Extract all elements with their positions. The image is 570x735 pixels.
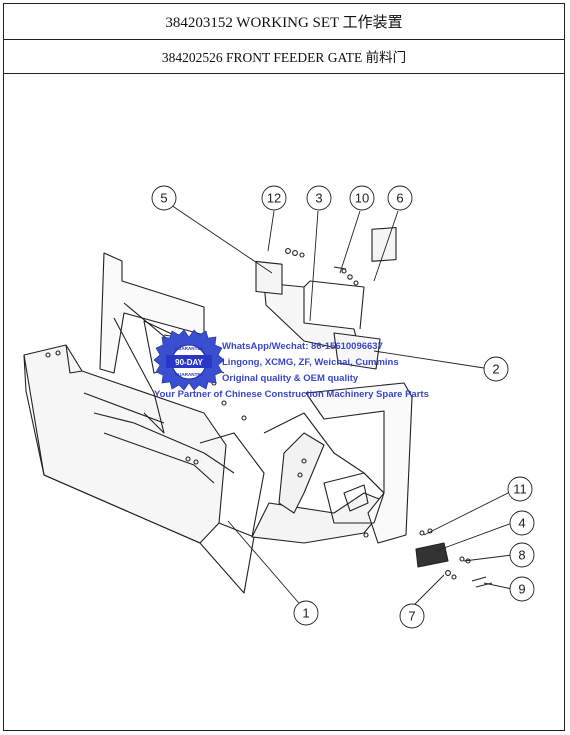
badge-text-bottom: GUARANTEE xyxy=(174,372,203,377)
part-4-block xyxy=(415,542,449,568)
callout-4-circle xyxy=(509,510,535,536)
callout-6: 6 xyxy=(396,191,403,206)
callout-11-circle xyxy=(507,476,533,502)
callout-2: 2 xyxy=(492,362,499,377)
badge-text-middle: 90-DAY xyxy=(175,358,203,367)
parts-diagram-svg: 5 12 3 10 6 2 11 4 8 9 7 1 GUARANTEE 90-… xyxy=(23,185,535,629)
callout-12: 12 xyxy=(267,191,281,206)
callout-5-circle xyxy=(151,185,177,211)
callout-4: 4 xyxy=(518,516,525,531)
part-6-plate xyxy=(371,227,397,262)
callout-3-circle xyxy=(306,185,332,211)
callout-6-circle xyxy=(387,185,413,211)
callout-1-circle xyxy=(293,600,319,626)
watermark-line-2: Lingong, XCMG, ZF, Weichai, Cummins xyxy=(222,357,399,368)
drawing-sheet: 384203152 WORKING SET 工作装置 384202526 FRO… xyxy=(3,3,565,731)
callout-7: 7 xyxy=(408,609,415,624)
callout-2-circle xyxy=(483,356,509,382)
side-plate-right xyxy=(305,382,413,544)
callout-10: 10 xyxy=(355,191,369,206)
assembly-title: 384203152 WORKING SET 工作装置 xyxy=(4,4,564,40)
part-title: 384202526 FRONT FEEDER GATE 前料门 xyxy=(4,39,564,74)
callout-10-circle xyxy=(349,185,375,211)
callout-9-circle xyxy=(509,576,535,602)
part-1-front-face xyxy=(43,474,255,594)
callout-8-circle xyxy=(509,542,535,568)
callout-9: 9 xyxy=(518,582,525,597)
callout-8: 8 xyxy=(518,548,525,563)
watermark-line-1: WhatsApp/Wechat: 86-15610096637 xyxy=(222,341,383,352)
exploded-view-diagram: 5 12 3 10 6 2 11 4 8 9 7 1 GUARANTEE 90-… xyxy=(4,73,564,730)
watermark-line-4: Your Partner of Chinese Construction Mac… xyxy=(154,389,429,400)
callout-7-circle xyxy=(399,603,425,629)
badge-text-top: GUARANTEE xyxy=(174,346,203,351)
part-12-plate xyxy=(255,260,283,295)
watermark-line-3: Original quality & OEM quality xyxy=(222,373,359,384)
callout-12-circle xyxy=(261,185,287,211)
callout-1: 1 xyxy=(302,606,309,621)
callout-5: 5 xyxy=(160,191,167,206)
callout-11: 11 xyxy=(513,482,527,497)
guarantee-badge-icon: GUARANTEE 90-DAY GUARANTEE xyxy=(153,329,225,391)
callout-3: 3 xyxy=(315,191,322,206)
